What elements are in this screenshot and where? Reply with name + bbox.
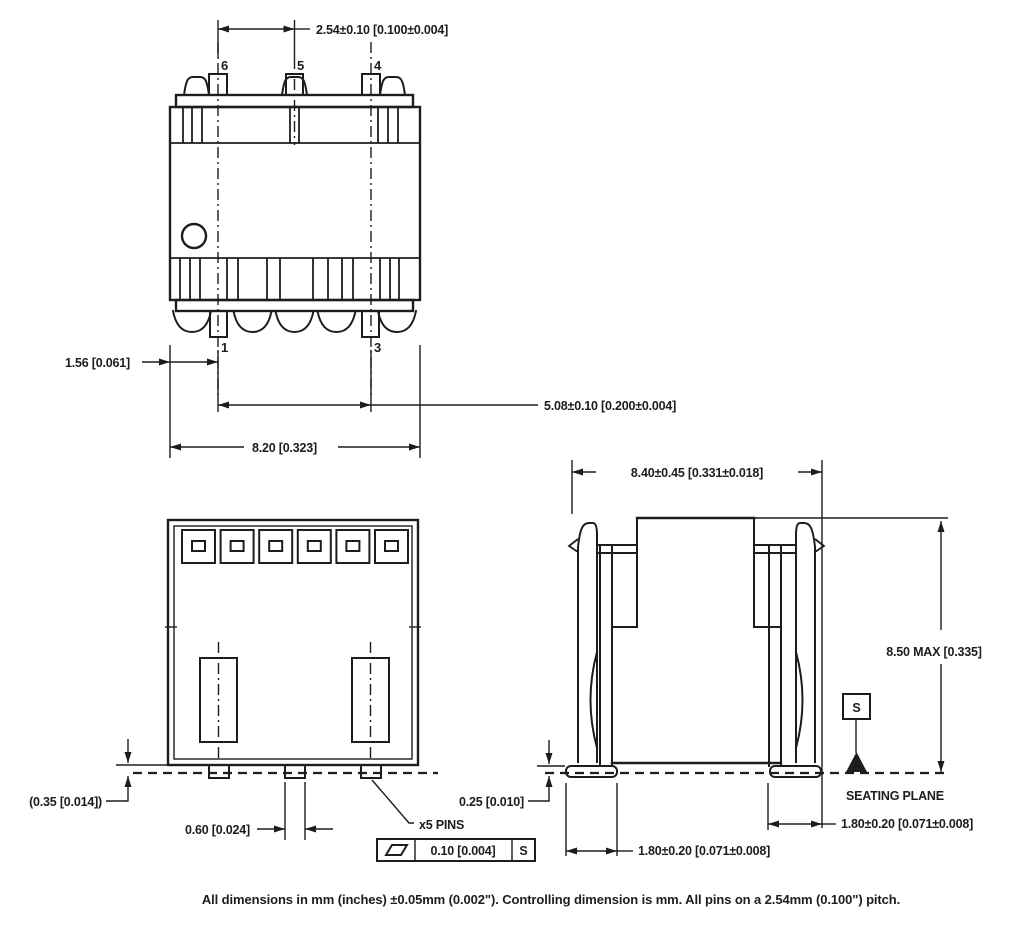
drawing-note: All dimensions in mm (inches) ±0.05mm (0… [202,892,900,907]
pin6-label: 6 [221,58,228,73]
dim-standoff: (0.35 [0.014]) [29,739,170,809]
pin4-label: 4 [374,58,382,73]
pin3-label: 3 [374,340,381,355]
bottom-hatch-band [179,258,400,300]
left-lead-foot [565,765,618,778]
top-view: 2.54±0.10 [0.100±0.004] 6 5 4 [65,20,676,458]
datum-s-flag: S [842,693,871,772]
bottom-view: (0.35 [0.014]) 0.60 [0.024] x5 PINS 0.10… [29,518,536,862]
dim-side-body-width-label: 8.40±0.45 [0.331±0.018] [631,466,763,480]
dim-pin1-to-pin3: 5.08±0.10 [0.200±0.004] [218,350,676,413]
dim-side-body-width: 8.40±0.45 [0.331±0.018] [571,460,823,828]
pin1-lead [209,310,228,338]
dim-foot-length-right-label: 1.80±0.20 [0.071±0.008] [841,817,973,831]
dim-pin-pitch-label: 2.54±0.10 [0.100±0.004] [316,23,448,37]
datum-target-triangle-icon [846,752,867,772]
coplanarity-feature-control-frame: 0.10 [0.004] S [376,838,536,862]
dim-standoff-label: (0.35 [0.014]) [29,795,102,809]
coplanarity-tolerance-label: 0.10 [0.004] [430,844,495,858]
dim-lead-thickness: 0.25 [0.010] [459,740,565,809]
dim-pin-width-label: 0.60 [0.024] [185,823,250,837]
dim-lead-thickness-label: 0.25 [0.010] [459,795,524,809]
coplanarity-symbol-icon [384,844,409,856]
pin1-label: 1 [221,340,228,355]
pins-count-label: x5 PINS [419,818,464,832]
top-hatch-band [182,107,399,143]
side-view-body [565,516,826,778]
dim-edge-to-pin1: 1.56 [0.061] [65,345,219,458]
dim-height: 8.50 MAX [0.335] [754,517,982,772]
dim-pin-width: 0.60 [0.024] [185,782,333,840]
bottom-view-slots [199,642,390,762]
dim-top-body-width-label: 8.20 [0.323] [252,441,317,455]
dim-foot-length-left: 1.80±0.20 [0.071±0.008] [565,783,770,858]
datum-s-label: S [852,701,860,715]
dim-edge-to-pin1-label: 1.56 [0.061] [65,356,130,370]
side-view: 8.40±0.45 [0.331±0.018] [459,460,982,858]
dim-foot-length-left-label: 1.80±0.20 [0.071±0.008] [638,844,770,858]
pins-count-callout: x5 PINS [371,779,464,832]
pin1-indicator-circle [180,222,208,250]
dim-top-body-width: 8.20 [0.323] [170,345,421,458]
top-view-centerlines [217,42,372,398]
top-view-body [168,93,422,313]
dim-pin-pitch: 2.54±0.10 [0.100±0.004] [217,20,448,58]
seating-plane-label: SEATING PLANE [846,789,944,803]
pin5-label: 5 [297,58,304,73]
bottom-view-pins [133,764,438,779]
coplanarity-datum-label: S [519,844,527,858]
bottom-view-pads [181,529,409,564]
dim-foot-length-right: 1.80±0.20 [0.071±0.008] [767,783,973,831]
dim-height-label: 8.50 MAX [0.335] [886,645,981,659]
dim-pin1-to-pin3-label: 5.08±0.10 [0.200±0.004] [544,399,676,413]
bottom-scallop-edge: 1 3 [171,309,418,355]
pin3-lead [361,310,380,338]
right-lead-foot [769,765,822,778]
